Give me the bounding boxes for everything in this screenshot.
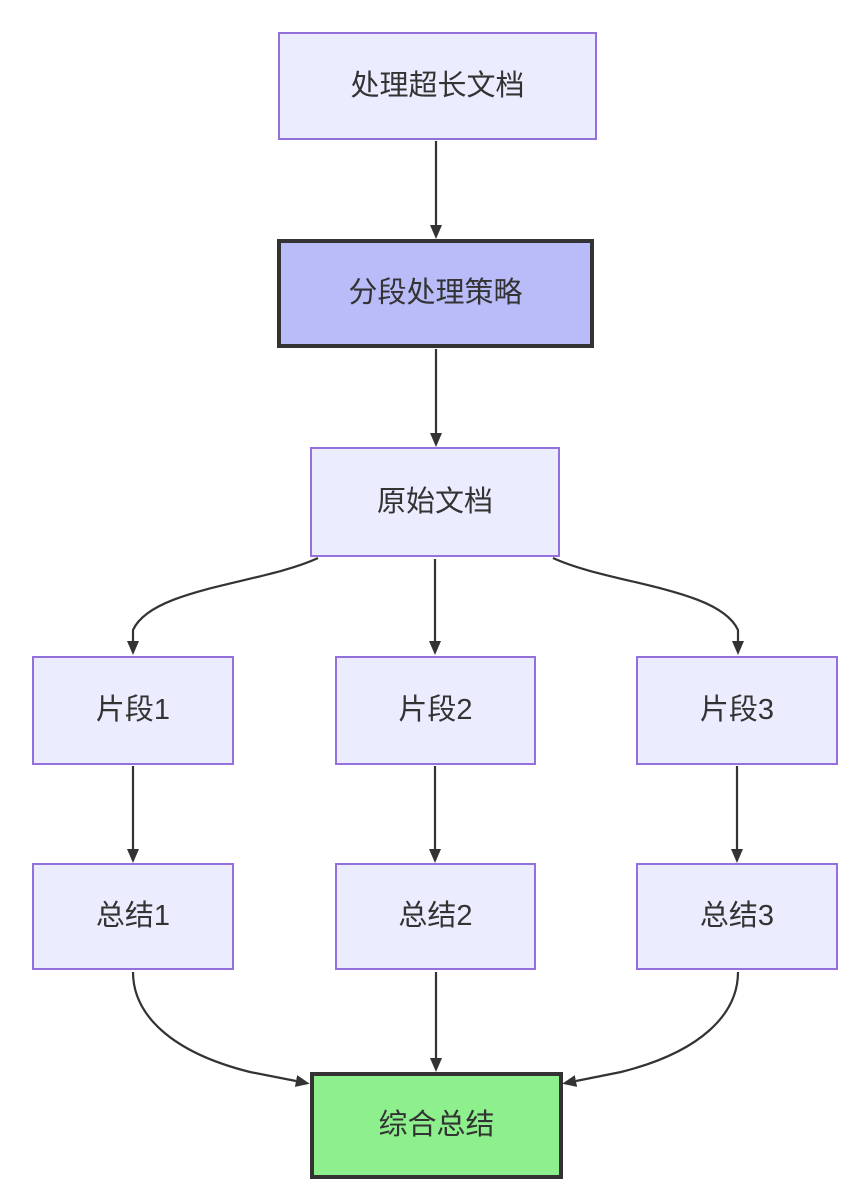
node-summary-2: 总结2 — [335, 863, 536, 970]
node-final-summary-label: 综合总结 — [378, 1109, 495, 1142]
node-summary-1-label: 总结1 — [95, 900, 171, 933]
node-final-summary: 综合总结 — [310, 1072, 563, 1179]
node-summary-1: 总结1 — [32, 863, 234, 970]
node-summary-2-label: 总结2 — [398, 900, 473, 933]
node-strategy: 分段处理策略 — [277, 239, 594, 348]
edge-doc-seg1 — [127, 557, 319, 655]
edge-sum3-final — [562, 971, 740, 1087]
node-segment-1-label: 片段1 — [95, 694, 171, 727]
node-summary-3: 总结3 — [636, 863, 838, 970]
node-strategy-label: 分段处理策略 — [348, 277, 523, 310]
node-start-label: 处理超长文档 — [350, 69, 525, 102]
node-segment-2-label: 片段2 — [398, 694, 473, 727]
node-segment-3: 片段3 — [636, 656, 838, 765]
node-segment-2: 片段2 — [335, 656, 536, 765]
node-summary-3-label: 总结3 — [699, 900, 775, 933]
node-segment-1: 片段1 — [32, 656, 234, 765]
node-source-doc-label: 原始文档 — [376, 485, 493, 518]
node-source-doc: 原始文档 — [310, 447, 560, 557]
edge-sum1-final — [131, 971, 310, 1087]
node-start: 处理超长文档 — [278, 32, 597, 140]
edge-doc-seg3 — [552, 557, 744, 655]
node-segment-3-label: 片段3 — [699, 694, 775, 727]
